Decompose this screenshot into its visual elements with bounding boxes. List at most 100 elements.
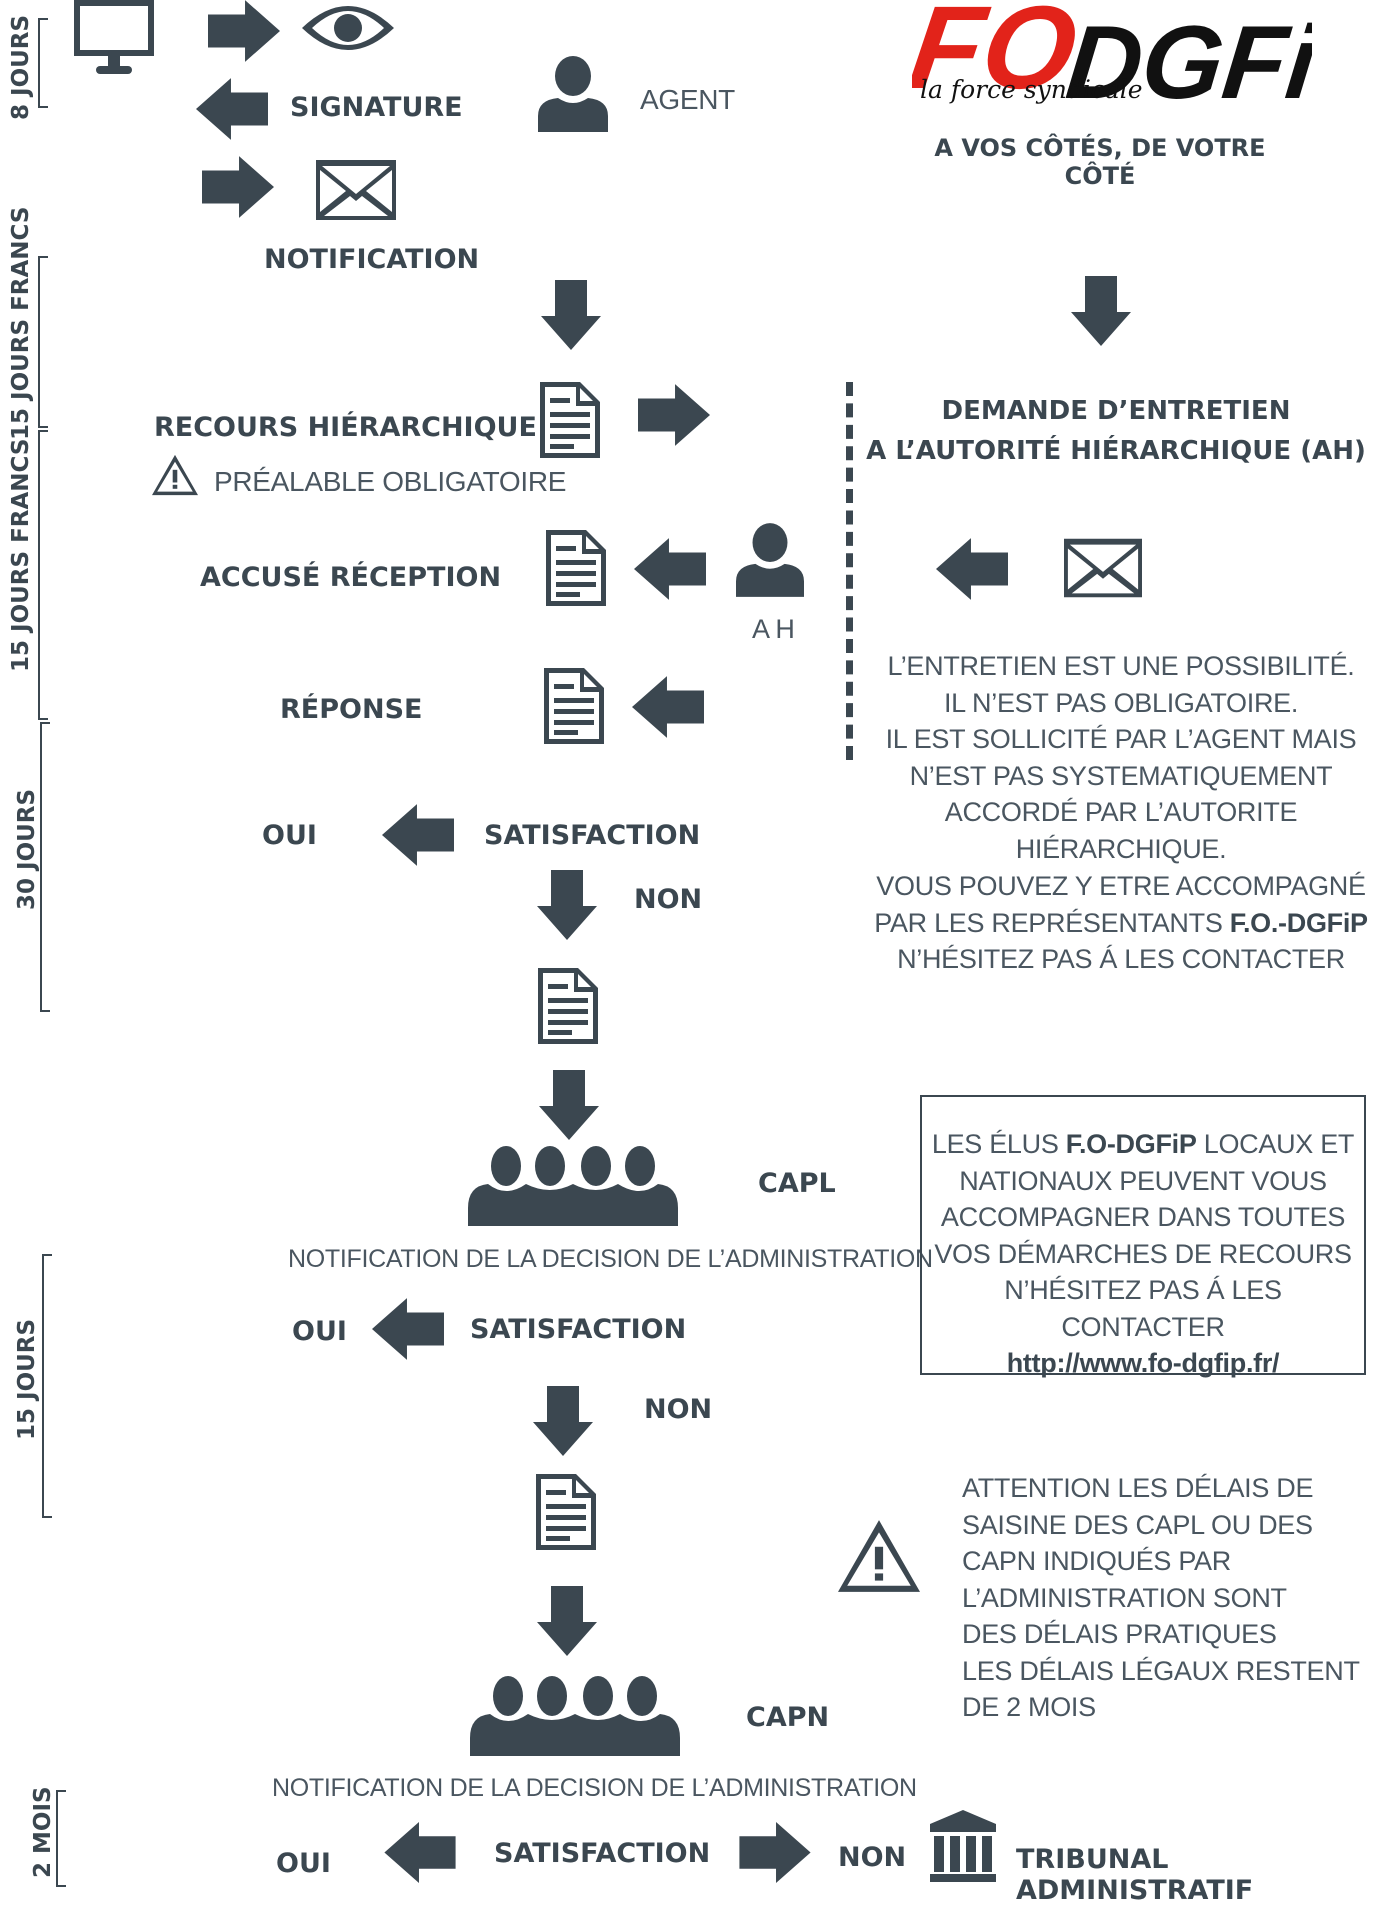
timeline-15-jours: 15 JOURS: [14, 1318, 40, 1440]
arrow-left-icon: [936, 536, 1008, 602]
document-icon: [536, 1474, 596, 1550]
box-line: VOS DÉMARCHES DE RECOURS: [934, 1238, 1352, 1269]
attention-line: DES DÉLAIS PRATIQUES: [962, 1619, 1277, 1649]
attention-line: LES DÉLAIS LÉGAUX RESTENT: [962, 1655, 1360, 1686]
logo-fo-text: FO: [912, 0, 1084, 110]
courthouse-icon: [930, 1810, 996, 1882]
fo-dgfip-name: F.O.-DGFiP: [1229, 907, 1368, 938]
attention-line: DE 2 MOIS: [962, 1692, 1096, 1722]
entretien-line: IL N’EST PAS OBLIGATOIRE.: [943, 687, 1299, 718]
box-line: NATIONAUX PEUVENT VOUS: [959, 1165, 1327, 1196]
entretien-line: N’EST PAS SYSTEMATIQUEMENT: [909, 760, 1333, 791]
arrow-left-icon: [196, 78, 268, 140]
arrow-right-icon: [638, 382, 710, 448]
monitor-icon: [74, 0, 154, 76]
timeline-bracket-2: [38, 256, 48, 428]
satisfaction-label: SATISFACTION: [470, 1314, 687, 1345]
arrow-left-icon: [372, 1296, 444, 1362]
arrow-left-icon: [632, 674, 704, 740]
box-text: LES ÉLUS: [931, 1129, 1066, 1159]
non-label: NON: [644, 1394, 713, 1425]
oui-label: OUI: [292, 1316, 347, 1347]
box-line: N’HÉSITEZ PAS Á LES CONTACTER: [1004, 1275, 1282, 1342]
group-icon: [470, 1676, 680, 1756]
reponse-label: RÉPONSE: [280, 694, 423, 725]
document-icon: [544, 668, 604, 744]
arrow-down-icon: [538, 280, 604, 350]
fo-elus-info-text: LES ÉLUS F.O-DGFiP LOCAUX ET NATIONAUX P…: [924, 1126, 1362, 1382]
warning-icon: [838, 1520, 920, 1592]
demande-entretien-line1: DEMANDE D’ENTRETIEN: [941, 396, 1291, 426]
box-line1: LES ÉLUS F.O-DGFiP LOCAUX ET: [924, 1126, 1362, 1163]
entretien-info: L’ENTRETIEN EST UNE POSSIBILITÉ. IL N’ES…: [856, 648, 1386, 867]
oui-label: OUI: [262, 820, 317, 851]
entretien-line: ACCORDÉ PAR L’AUTORITE HIÉRARCHIQUE.: [944, 797, 1298, 864]
arrow-left-icon: [382, 1822, 458, 1883]
document-icon: [538, 968, 598, 1044]
attention-line: SAISINE DES CAPL OU DES: [962, 1509, 1313, 1540]
arrow-down-icon: [1068, 276, 1134, 346]
person-icon: [736, 522, 804, 598]
capn-label: CAPN: [746, 1702, 830, 1733]
agent-label: AGENT: [640, 84, 735, 115]
fo-elus-info-box: [920, 1095, 1366, 1375]
non-label: NON: [838, 1842, 907, 1873]
notification-decision-label: NOTIFICATION DE LA DECISION DE L’ADMINIS…: [288, 1245, 933, 1273]
logo-tagline: A VOS CÔTÉS, DE VOTRE CÔTÉ: [934, 134, 1266, 190]
fo-dgfip-name: F.O-DGFiP: [1065, 1129, 1197, 1159]
arrow-down-icon: [530, 1386, 596, 1456]
timeline-15-jours-francs-2: 15 JOURS FRANCS: [8, 438, 34, 672]
timeline-2-mois: 2 MOIS: [30, 1786, 56, 1878]
arrow-down-icon: [534, 870, 600, 940]
recours-hierarchique-label: RECOURS HIÉRARCHIQUE: [154, 412, 537, 443]
arrow-left-icon: [382, 802, 454, 868]
capl-label: CAPL: [758, 1168, 836, 1199]
notification-decision-label: NOTIFICATION DE LA DECISION DE L’ADMINIS…: [272, 1774, 917, 1802]
envelope-icon: [316, 160, 396, 220]
box-line: ACCOMPAGNER DANS TOUTES: [940, 1202, 1346, 1232]
envelope-icon: [1064, 538, 1142, 598]
timeline-bracket-5: [42, 1254, 52, 1518]
attention-line: ATTENTION LES DÉLAIS DE: [962, 1473, 1314, 1503]
person-icon: [538, 56, 608, 132]
non-label: NON: [634, 884, 703, 915]
arrow-right-icon: [202, 156, 274, 218]
ah-label: A H: [752, 614, 795, 644]
arrow-right-icon: [738, 1822, 812, 1883]
timeline-30-jours: 30 JOURS: [14, 788, 40, 910]
timeline-bracket-1: [38, 18, 48, 108]
signature-label: SIGNATURE: [290, 92, 463, 123]
dashed-separator: [846, 382, 853, 760]
attention-info: ATTENTION LES DÉLAIS DE SAISINE DES CAPL…: [962, 1470, 1360, 1726]
accompagnement-line2: PAR LES REPRÉSENTANTS F.O.-DGFiP: [856, 905, 1386, 942]
attention-line: L’ADMINISTRATION SONT: [962, 1582, 1287, 1613]
attention-line: CAPN INDIQUÉS PAR: [962, 1546, 1231, 1576]
document-icon: [546, 530, 606, 606]
box-text: LOCAUX ET: [1196, 1129, 1355, 1159]
logo-script-text: la force syndicale: [920, 75, 1143, 104]
eye-icon: [302, 0, 394, 56]
arrow-left-icon: [634, 536, 706, 602]
arrow-right-icon: [208, 0, 280, 62]
accompagnement-line1: VOUS POUVEZ Y ETRE ACCOMPAGNÉ: [876, 871, 1366, 901]
timeline-8-jours: 8 JOURS: [8, 14, 34, 120]
demande-entretien-line2: A L’AUTORITÉ HIÉRARCHIQUE (AH): [866, 436, 1366, 466]
accompagnement-text: PAR LES REPRÉSENTANTS: [874, 907, 1230, 938]
accompagnement-line3: N’HÉSITEZ PAS Á LES CONTACTER: [897, 944, 1345, 974]
arrow-down-icon: [536, 1070, 602, 1140]
timeline-bracket-6: [56, 1790, 66, 1887]
accompagnement-info: VOUS POUVEZ Y ETRE ACCOMPAGNÉ PAR LES RE…: [856, 868, 1386, 978]
notification-label: NOTIFICATION: [264, 244, 480, 275]
group-icon: [468, 1146, 678, 1226]
document-icon: [540, 382, 600, 458]
entretien-line: L’ENTRETIEN EST UNE POSSIBILITÉ.: [887, 651, 1355, 681]
timeline-bracket-3: [38, 430, 48, 720]
fo-dgfip-link[interactable]: http://www.fo-dgfip.fr/: [1006, 1348, 1280, 1378]
oui-label: OUI: [276, 1848, 331, 1879]
tribunal-administratif-label: TRIBUNAL ADMINISTRATIF: [1016, 1844, 1254, 1906]
satisfaction-label: SATISFACTION: [484, 820, 701, 851]
fo-dgfip-logo: FO DGFiP la force syndicale: [902, 0, 1392, 121]
timeline-15-jours-francs-1: 15 JOURS FRANCS: [8, 206, 34, 440]
accuse-reception-label: ACCUSÉ RÉCEPTION: [200, 562, 502, 593]
satisfaction-label: SATISFACTION: [494, 1838, 711, 1869]
